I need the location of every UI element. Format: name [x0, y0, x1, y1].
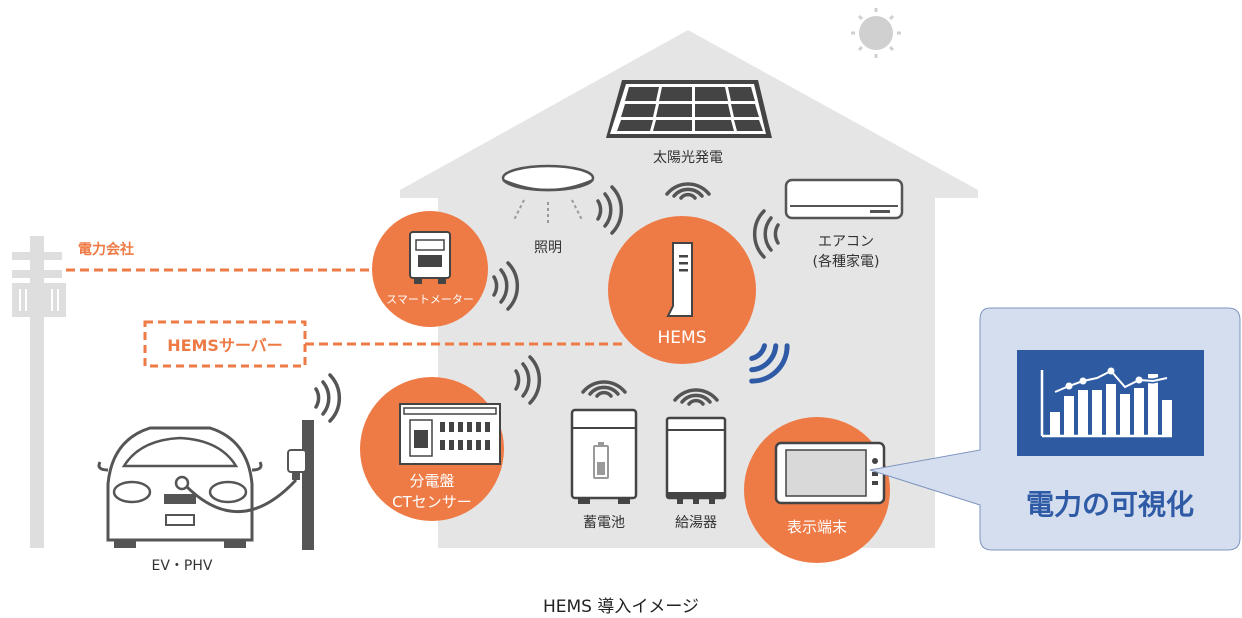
car-icon [97, 426, 298, 548]
lighting-label: 照明 [534, 240, 562, 256]
smart-meter-icon [409, 231, 451, 284]
hems-server-label: HEMSサーバー [167, 336, 283, 355]
aircon-label-2: (各種家電) [813, 253, 880, 270]
hems-label: HEMS [658, 328, 707, 348]
solar-panel-icon [606, 80, 772, 138]
aircon-label-1: エアコン [818, 234, 874, 250]
hems-router-icon [666, 242, 693, 317]
battery-icon [570, 408, 638, 504]
distribution-panel-icon [399, 403, 501, 465]
utility-pole-icon [12, 236, 66, 548]
air-conditioner-icon [784, 178, 904, 220]
display-label: 表示端末 [787, 518, 847, 536]
battery-label: 蓄電池 [583, 515, 625, 531]
charger-icon [287, 420, 314, 550]
panel-label-1: 分電盤 [409, 472, 454, 490]
water-heater-label: 給湯器 [675, 514, 717, 531]
smart-meter-node [372, 211, 488, 327]
sun-icon [851, 8, 901, 58]
panel-label-2: CTセンサー [392, 493, 472, 511]
ceiling-light-icon [501, 164, 595, 226]
wireless-signal-icon [314, 373, 342, 423]
ev-label: EV・PHV [152, 558, 213, 574]
water-heater-icon [665, 416, 727, 504]
solar-label: 太陽光発電 [653, 150, 723, 166]
visualization-label: 電力の可視化 [1026, 488, 1194, 521]
power-company-label: 電力会社 [78, 241, 134, 258]
diagram-caption: HEMS 導入イメージ [543, 597, 699, 617]
bar-chart-icon [1040, 367, 1172, 438]
smart-meter-label: スマートメーター [386, 293, 474, 306]
display-terminal-icon [774, 441, 886, 505]
